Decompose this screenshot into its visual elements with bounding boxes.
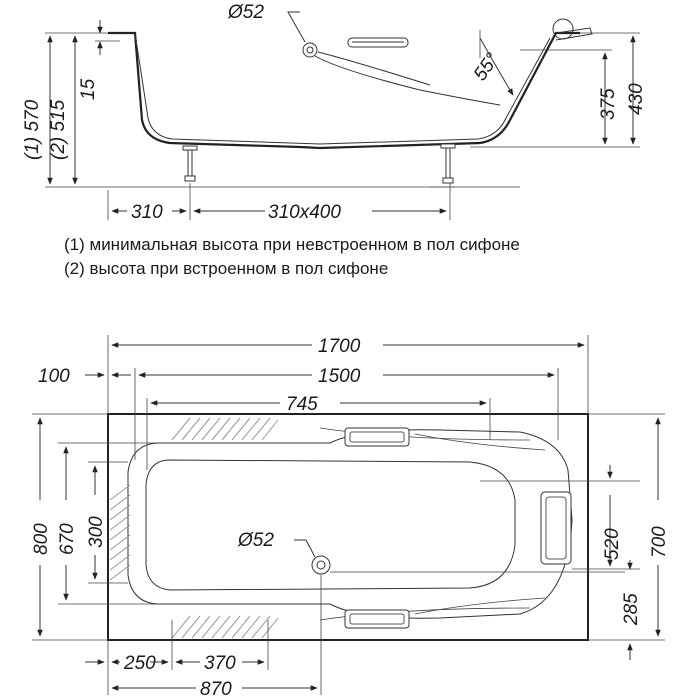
hatch-left <box>109 484 131 581</box>
hatch-bottom <box>171 615 279 639</box>
note-2: (2) высота при встроенном в пол сифоне <box>64 259 388 278</box>
angle-label: 55° <box>470 49 504 85</box>
dim-label-285: 285 <box>621 593 642 626</box>
tub-basin-inner <box>145 459 516 591</box>
tub-side-profile <box>108 31 580 150</box>
leg-left <box>182 145 198 182</box>
overflow-drain-icon <box>302 42 318 58</box>
tub-outline <box>107 413 589 641</box>
dim-label-370: 370 <box>204 653 236 674</box>
side-view: (1) 570 (2) 515 15 Ø52 <box>22 2 647 223</box>
dim-label-310x400: 310x400 <box>268 202 341 223</box>
height-label-515: (2) 515 <box>48 99 69 160</box>
headrest <box>540 491 572 565</box>
dim-label-300: 300 <box>86 516 107 548</box>
leg-right <box>440 143 456 184</box>
tub-basin-outer <box>127 429 573 619</box>
dim-label-310: 310 <box>131 202 163 223</box>
drain-label-top: Ø52 <box>237 530 274 551</box>
headrest-icon <box>552 18 574 40</box>
dim-label-1700: 1700 <box>318 336 361 357</box>
handle-bottom <box>344 609 410 629</box>
dim-label-250: 250 <box>123 653 156 674</box>
dim-label-800: 800 <box>31 523 52 555</box>
hatch-top <box>170 417 279 441</box>
height-label-570: (1) 570 <box>22 99 43 160</box>
dim-label-745: 745 <box>286 394 318 415</box>
dim-label-870: 870 <box>200 679 232 700</box>
top-view: Ø52 <box>31 335 670 700</box>
dim-label-375: 375 <box>598 88 619 120</box>
dim-label-1500: 1500 <box>318 366 361 387</box>
drain-label-side: Ø52 <box>227 2 264 23</box>
dim-label-670: 670 <box>57 523 78 555</box>
dim-label-520: 520 <box>602 528 623 560</box>
drain-icon <box>311 555 331 575</box>
note-1: (1) минимальная высота при невстроенном … <box>64 235 520 254</box>
dim-label-430: 430 <box>626 83 647 115</box>
handle-top <box>344 427 410 447</box>
dim-label-100: 100 <box>38 366 70 387</box>
dim-label-700: 700 <box>649 526 670 558</box>
rim-label-15: 15 <box>78 78 99 100</box>
